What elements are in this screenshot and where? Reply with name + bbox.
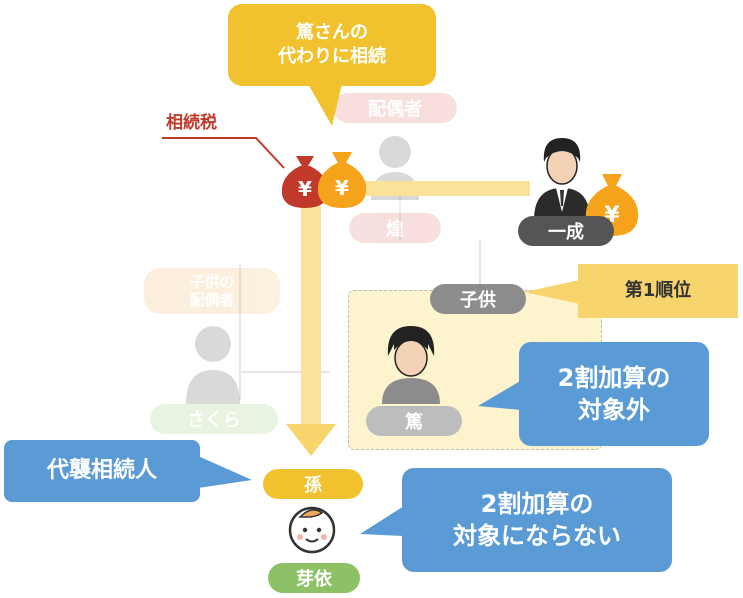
callout-inherits-instead: 篤さんの 代わりに相続	[228, 4, 436, 86]
atsushi-boy-icon	[382, 326, 440, 404]
inheritance-arrow-shaft	[301, 195, 321, 427]
representative-heir-pointer	[198, 456, 252, 488]
baby-face-icon	[288, 506, 336, 554]
deceased-tag: 煌	[349, 213, 441, 243]
callout-line2: 代わりに相続	[278, 46, 386, 67]
out-of-scope-line1: 2割加算の	[557, 363, 671, 392]
child-spouse-line1: 子供の	[189, 273, 235, 291]
not-subject-pointer	[360, 506, 404, 536]
issei-tag: 一成	[518, 216, 614, 246]
sakura-tag: さくら	[150, 404, 278, 434]
out-of-scope-bubble: 2割加算の 対象外	[519, 342, 709, 446]
child-spouse-line2: 配偶者	[189, 291, 235, 309]
inheritance-arrow-head	[286, 424, 336, 456]
not-subject-bubble: 2割加算の 対象にならない	[402, 468, 672, 572]
money-bag-red-icon: ¥	[281, 156, 329, 208]
grandchild-tag: 孫	[263, 469, 363, 499]
money-bag-orange-icon: ¥	[317, 152, 367, 208]
spouse-tag: 配偶者	[333, 93, 457, 123]
atsushi-tag: 篤	[366, 406, 462, 436]
child-tag: 子供	[430, 284, 526, 314]
connector-from-issei	[355, 181, 530, 196]
issei-man-icon	[534, 138, 590, 220]
first-rank-label: 第1順位	[578, 264, 738, 318]
child-spouse-tag: 子供の 配偶者	[144, 268, 280, 314]
callout-pointer	[308, 84, 342, 126]
inheritance-tax-label: 相続税	[166, 113, 217, 133]
out-of-scope-line2: 対象外	[578, 396, 650, 424]
yen-symbol-orange: ¥	[335, 176, 349, 200]
representative-heir-bubble: 代襲相続人	[4, 440, 200, 502]
mei-tag: 芽依	[268, 563, 360, 593]
out-of-scope-pointer	[478, 380, 522, 410]
callout-line1: 篤さんの	[296, 21, 368, 43]
tax-leader-line	[162, 137, 285, 169]
first-rank-pointer	[524, 280, 580, 304]
yen-symbol-red: ¥	[298, 177, 312, 201]
not-subject-line2: 対象にならない	[453, 522, 621, 550]
not-subject-line1: 2割加算の	[480, 489, 594, 518]
child-spouse-figure-icon	[186, 326, 240, 404]
